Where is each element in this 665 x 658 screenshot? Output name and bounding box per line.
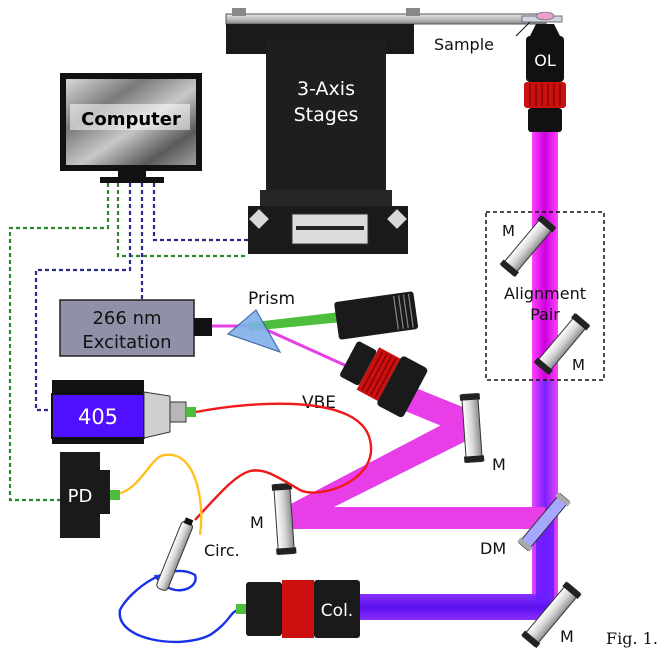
beam-dump-fins [393, 293, 414, 330]
computer-label: Computer [81, 109, 181, 130]
collimator-front [314, 580, 360, 638]
stage-knob-right [406, 8, 420, 16]
excitation-box [59, 299, 195, 357]
laser-405-ferrule [186, 407, 196, 417]
computer: Computer [60, 73, 202, 183]
laser-405-label: 405 [78, 405, 118, 429]
stage-body [266, 40, 386, 200]
mirror-label-right: M [492, 455, 506, 474]
mirror-alignment-lower [533, 313, 591, 375]
alignment-label-line1: Alignment [504, 284, 586, 303]
pd-body [60, 452, 100, 538]
green-beam [246, 312, 342, 331]
violet-beam-vertical [536, 520, 554, 604]
prism-label: Prism [248, 289, 295, 309]
cable-pd-green [8, 183, 110, 502]
laser-405-connector [143, 391, 171, 439]
mirror-alignment-upper [499, 215, 557, 277]
laser-405-bottom [52, 438, 144, 444]
mirror-right [459, 392, 485, 464]
cable-stage-navy [152, 183, 248, 242]
circulator [156, 517, 194, 591]
pd-label: PD [68, 486, 93, 507]
monitor-stand [100, 177, 164, 183]
pd-ferrule [110, 490, 120, 500]
beam-dump [334, 291, 419, 340]
laser-405-body [51, 393, 145, 439]
objective-base [528, 108, 562, 132]
three-axis-stage: 3-Axis Stages [225, 8, 547, 254]
laser-405: 405 [51, 380, 196, 444]
stage-screw-right [387, 209, 407, 229]
mirror-label-align-lower: M [572, 356, 585, 374]
uv-beam-prism-to-vbe [257, 324, 361, 374]
objective-lens: OL [524, 24, 566, 132]
stage-screw-left [249, 209, 269, 229]
fiber-yellow [109, 453, 203, 536]
pd-mount [100, 470, 110, 514]
collimator-red-band [282, 580, 314, 638]
sample-label: Sample [434, 35, 494, 54]
uv-beam-left-to-right-mirror [285, 410, 476, 529]
alignment-pair-box [485, 211, 605, 381]
uv-beam-dm-to-left-mirror [285, 507, 545, 529]
cable-laser-navy [34, 183, 132, 412]
stage-lower-body [260, 190, 392, 206]
stage-top-plate [225, 13, 547, 25]
variable-beam-expander [340, 341, 428, 418]
mirror-label-bottom: M [560, 627, 574, 646]
violet-beam-horizontal [360, 594, 550, 620]
fiber-red [194, 402, 373, 521]
excitation-label-line1: 266 nm [92, 308, 161, 329]
mirror-bottom [521, 581, 582, 649]
monitor-neck [118, 171, 146, 177]
circulator-label: Circ. [204, 541, 240, 560]
figure-caption: Fig. 1. [606, 629, 658, 648]
vbe-body-right [377, 356, 428, 418]
photodiode: PD [60, 452, 120, 538]
objective-red-band [524, 82, 566, 108]
excitation-aperture [194, 318, 212, 336]
objective-grip-lines [529, 84, 561, 106]
dichroic-label: DM [480, 539, 506, 558]
collimator-label: Col. [321, 601, 353, 621]
dichroic-mirror [517, 492, 571, 552]
objective-body [526, 36, 564, 82]
beam-dump-body [334, 291, 419, 340]
optical-fibers [109, 402, 373, 644]
stage-knob-left [232, 8, 246, 16]
vbe-body-left [340, 341, 377, 386]
alignment-label-line2: Pair [530, 305, 560, 324]
objective-tip [530, 24, 560, 36]
stage-slider-track [296, 226, 364, 230]
sample-drop [535, 11, 555, 21]
mirror-label-align-upper: M [502, 222, 515, 240]
sample: Sample [434, 11, 563, 54]
cable-stage-green [116, 183, 248, 258]
mirror-left [271, 482, 297, 556]
laser-405-top [52, 380, 144, 394]
collimator-back [246, 582, 282, 636]
prism-shape [226, 309, 282, 354]
laser-405-fiber-port [169, 401, 187, 423]
signal-cables [8, 183, 248, 502]
fiber-blue [118, 569, 239, 644]
excitation-label-line2: Excitation [82, 332, 171, 353]
sample-leader [515, 21, 531, 37]
stages-label-line1: 3-Axis [297, 78, 355, 100]
excitation-source: 266 nm Excitation [59, 299, 212, 357]
computer-label-bg [70, 104, 190, 130]
mirror-label-left: M [250, 513, 264, 532]
prism: Prism [226, 289, 295, 354]
objective-label: OL [534, 51, 556, 70]
collimator: Col. [236, 580, 360, 638]
stages-label-line2: Stages [294, 104, 359, 126]
collimator-ferrule [236, 604, 246, 614]
